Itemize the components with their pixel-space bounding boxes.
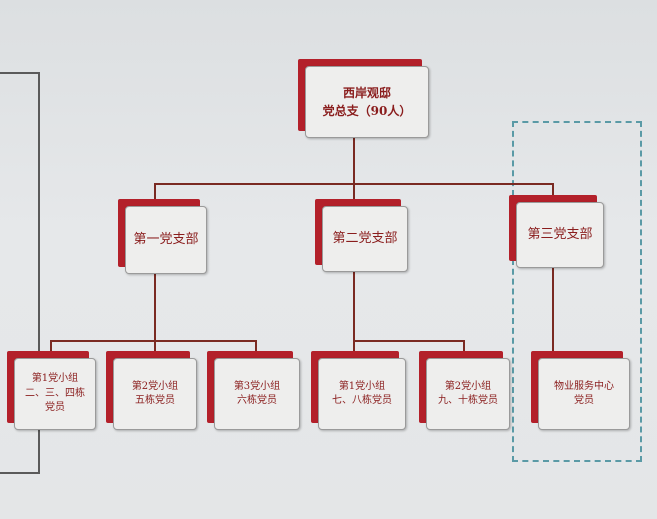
connector-group3-up xyxy=(255,340,257,360)
root-node: 西岸观邸 党总支（90人） xyxy=(298,59,429,138)
connector-group1-up xyxy=(50,340,52,360)
connector-group4-up xyxy=(353,340,355,360)
root-subtitle: 党总支（90人） xyxy=(322,104,412,118)
connector-branch3-down xyxy=(552,268,554,360)
group-node-5: 第2党小组 九、十栋党员 xyxy=(419,351,510,430)
left-frame-top xyxy=(0,72,40,74)
group-node-5-box: 第2党小组 九、十栋党员 xyxy=(426,358,510,430)
connector-root-down xyxy=(353,132,355,184)
group-node-2: 第2党小组 五栋党员 xyxy=(106,351,197,430)
group-node-4: 第1党小组 七、八栋党员 xyxy=(311,351,406,430)
root-title: 西岸观邸 xyxy=(342,86,391,100)
highlight-dashed-box xyxy=(512,121,642,462)
group-node-6-box: 物业服务中心 党员 xyxy=(538,358,630,430)
group-3-line-1: 第3党小组 xyxy=(233,380,281,392)
group-node-3: 第3党小组 六栋党员 xyxy=(207,351,300,430)
connector-branch2-up xyxy=(353,183,355,207)
group-5-line-1: 第2党小组 xyxy=(444,380,492,392)
group-node-4-box: 第1党小组 七、八栋党员 xyxy=(318,358,406,430)
group-4-line-1: 第1党小组 xyxy=(338,380,386,392)
connector-branch1-down xyxy=(154,272,156,342)
group-5-line-2: 九、十栋党员 xyxy=(438,395,498,406)
connector-group2-up xyxy=(154,340,156,360)
group-node-6: 物业服务中心 党员 xyxy=(531,351,630,430)
root-node-box: 西岸观邸 党总支（90人） xyxy=(305,66,429,138)
branch-label-3: 第三党支部 xyxy=(527,227,593,243)
branch-node-1: 第一党支部 xyxy=(118,199,207,274)
left-frame-right xyxy=(38,72,40,474)
branch-node-2-box: 第二党支部 xyxy=(322,206,408,272)
group-4-line-2: 七、八栋党员 xyxy=(332,395,392,406)
branch-node-3-box: 第三党支部 xyxy=(516,202,604,268)
group-1-line-3: 党员 xyxy=(45,402,65,414)
connector-group-bar-2 xyxy=(353,340,465,342)
group-3-line-2: 六栋党员 xyxy=(237,395,277,406)
group-6-line-1: 物业服务中心 xyxy=(554,380,614,392)
connector-branch2-down xyxy=(353,272,355,342)
group-node-1-box: 第1党小组 二、三、四栋 党员 xyxy=(14,358,96,430)
branch-node-2: 第二党支部 xyxy=(315,199,408,272)
connector-branch1-up xyxy=(154,183,156,207)
branch-label-2: 第二党支部 xyxy=(332,231,398,247)
group-2-line-1: 第2党小组 xyxy=(131,380,179,392)
group-node-1: 第1党小组 二、三、四栋 党员 xyxy=(7,351,96,430)
group-node-2-box: 第2党小组 五栋党员 xyxy=(113,358,197,430)
branch-label-1: 第一党支部 xyxy=(133,232,199,248)
group-6-line-2: 党员 xyxy=(574,395,594,406)
branch-node-1-box: 第一党支部 xyxy=(125,206,207,274)
group-node-3-box: 第3党小组 六栋党员 xyxy=(214,358,300,430)
group-1-line-1: 第1党小组 xyxy=(31,373,79,385)
connector-group-bar-1 xyxy=(50,340,257,342)
group-1-line-2: 二、三、四栋 xyxy=(25,387,85,399)
connector-group5-up xyxy=(463,340,465,360)
group-2-line-2: 五栋党员 xyxy=(135,395,175,406)
left-frame-bottom xyxy=(0,472,40,474)
branch-node-3: 第三党支部 xyxy=(509,195,604,268)
